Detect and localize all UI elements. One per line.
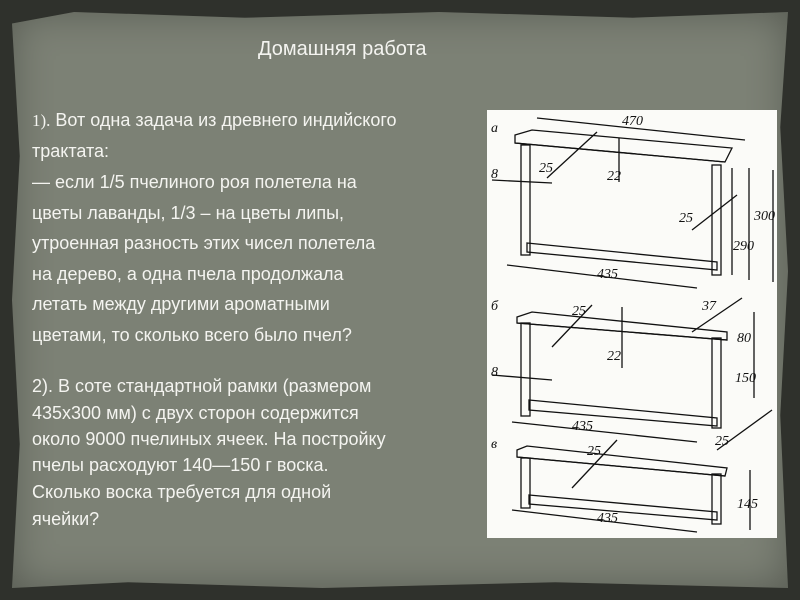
task-2-line: около 9000 пчелиных ячеек. На постройку xyxy=(32,429,386,449)
task-2-line: 435x300 мм) с двух сторон содержится xyxy=(32,403,359,423)
task-1-line: 1). Вот одна задача из древнего индийско… xyxy=(32,110,397,131)
task-1-line: трактата: xyxy=(32,141,110,161)
dim-22: 22 xyxy=(607,169,621,184)
dim-435: 435 xyxy=(572,419,593,434)
dim-300: 300 xyxy=(753,209,775,224)
slide-title: Домашняя работа xyxy=(258,38,427,60)
dim-25: 25 xyxy=(539,161,553,176)
dim-25: 25 xyxy=(587,444,601,459)
task-2-line: ячейки? xyxy=(32,509,100,529)
dim-470: 470 xyxy=(622,114,643,129)
dim-25: 25 xyxy=(679,211,693,226)
dim-25: 25 xyxy=(572,304,586,319)
task-2-line: Сколько воска требуется для одной xyxy=(32,482,332,502)
dim-8: 8 xyxy=(491,365,498,380)
label-c: в xyxy=(491,437,497,452)
task-1-line: — если 1/5 пчелиного роя полетела на xyxy=(32,172,357,192)
dim-150: 150 xyxy=(735,371,756,386)
task-2-line: пчелы расходуют 140—150 г воска. xyxy=(32,455,329,475)
task-1-line: цветами, то сколько всего было пчел? xyxy=(32,325,352,345)
task-1-line: на дерево, а одна пчела продолжала xyxy=(32,264,344,284)
dim-435: 435 xyxy=(597,267,618,282)
frame-c xyxy=(511,439,751,533)
task-1-text: Вот одна задача из древнего индийского xyxy=(50,110,397,130)
dim-25: 25 xyxy=(715,434,729,449)
dim-435: 435 xyxy=(597,511,618,526)
task-1-line: цветы лаванды, 1/3 – на цветы липы, xyxy=(32,203,345,223)
dim-22: 22 xyxy=(607,349,621,364)
frame-b xyxy=(491,297,773,451)
dim-37: 37 xyxy=(701,299,717,314)
task-2-line: 2). В соте стандартной рамки (размером xyxy=(32,376,372,396)
frame-a xyxy=(491,117,774,289)
task-1-line: летать между другими ароматными xyxy=(32,294,330,314)
dim-80: 80 xyxy=(737,331,751,346)
dim-145: 145 xyxy=(737,497,758,512)
label-a: а xyxy=(491,121,498,136)
frame-diagram: а 470 25 22 8 25 290 300 435 б 25 37 22 … xyxy=(487,110,777,538)
task-1-number: 1). xyxy=(32,111,51,130)
dim-290: 290 xyxy=(733,239,754,254)
label-b: б xyxy=(491,299,499,314)
dim-8: 8 xyxy=(491,167,498,182)
task-1-line: утроенная разность этих чисел полетела xyxy=(32,233,376,253)
